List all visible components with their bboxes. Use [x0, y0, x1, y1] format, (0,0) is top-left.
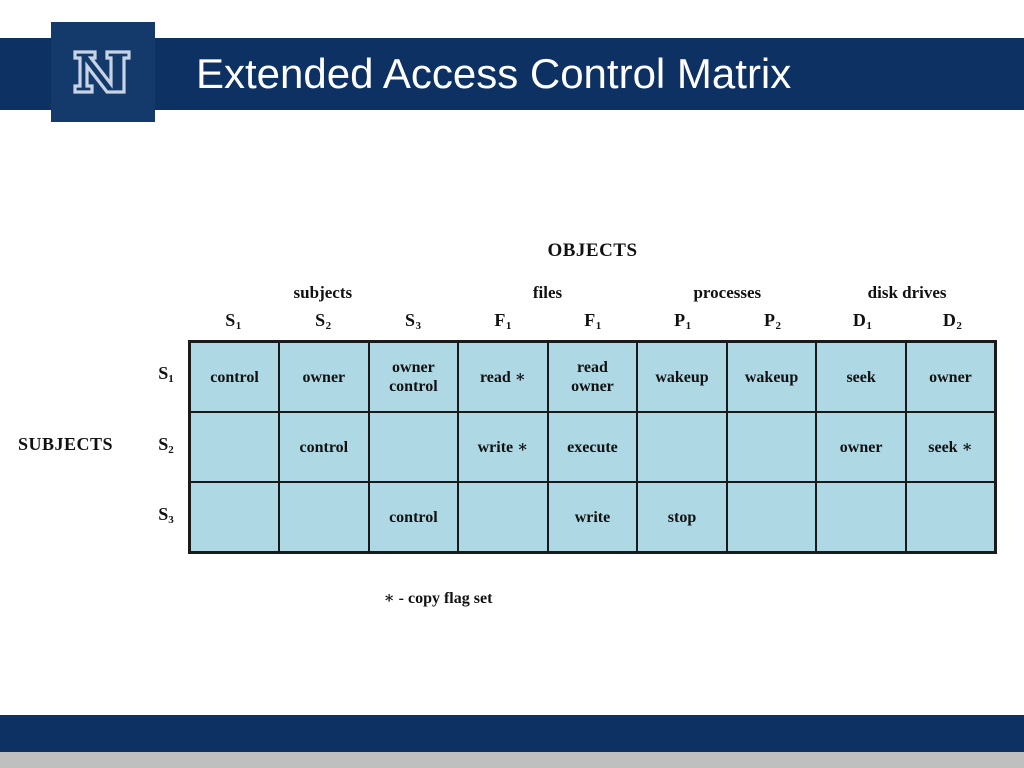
- column-header-base: D: [942, 310, 956, 330]
- column-header-p1-5: P1: [637, 309, 727, 337]
- row-header-base: S: [158, 503, 169, 524]
- column-header-base: D: [852, 310, 866, 330]
- matrix-cell-r3-c1: [188, 481, 281, 554]
- column-group-label-processes: processes: [693, 283, 762, 302]
- matrix-cell-r1-c7: wakeup: [725, 340, 818, 413]
- university-n-logo-icon: [67, 36, 139, 108]
- column-header-s2-1: S2: [278, 309, 368, 337]
- page-title: Extended Access Control Matrix: [196, 50, 792, 97]
- row-header-s2: S2: [152, 433, 180, 456]
- matrix-cell-r1-c4: read ∗: [457, 340, 549, 413]
- row-header-subscript: 1: [168, 373, 174, 386]
- matrix-cell-r3-c4: [457, 481, 549, 554]
- matrix-cell-r3-c9: [904, 481, 997, 554]
- column-header-base: P: [674, 310, 686, 330]
- column-header-subscript: 1: [595, 320, 602, 332]
- column-header-subscript: 1: [685, 320, 692, 332]
- column-header-f1-3: F1: [458, 309, 548, 337]
- column-header-base: S: [315, 310, 326, 330]
- row-header-subscript: 2: [168, 443, 174, 456]
- column-header-base: S: [225, 310, 236, 330]
- column-header-s1-0: S1: [188, 309, 278, 337]
- matrix-cell-r1-c5: read owner: [546, 340, 639, 413]
- university-logo-tile: [51, 22, 155, 122]
- column-header-p2-6: P2: [727, 309, 817, 337]
- row-header-base: S: [158, 433, 169, 454]
- column-header-base: F: [494, 310, 506, 330]
- row-header-subscript: 3: [168, 513, 174, 526]
- matrix-cell-r2-c6: [636, 411, 728, 483]
- row-header-base: S: [158, 363, 169, 384]
- column-header-base: S: [404, 310, 415, 330]
- matrix-cell-r3-c6: stop: [636, 481, 728, 554]
- matrix-cell-r2-c4: write ∗: [457, 411, 549, 483]
- column-header-d2-8: D2: [907, 309, 997, 337]
- row-header-s1: S1: [152, 363, 180, 386]
- matrix-cell-r2-c3: [367, 411, 460, 483]
- matrix-cell-r2-c1: [188, 411, 281, 483]
- column-header-d1-7: D1: [817, 309, 907, 337]
- column-header-subscript: 3: [415, 320, 421, 332]
- matrix-cell-r2-c9: seek ∗: [904, 411, 997, 483]
- column-header-f1-4: F1: [548, 309, 638, 337]
- row-header-s3: S3: [152, 503, 180, 526]
- matrix-cell-r1-c9: owner: [904, 340, 997, 413]
- matrix-cell-r3-c7: [725, 481, 818, 554]
- footer-accent-strip: [0, 752, 1024, 768]
- matrix-cell-r1-c8: seek: [815, 340, 907, 413]
- copy-flag-footnote: ∗ - copy flag set: [383, 590, 493, 607]
- column-header-base: P: [764, 310, 776, 330]
- column-header-s3-2: S3: [368, 309, 458, 337]
- column-group-label-disk-drives: disk drives: [867, 283, 947, 302]
- column-header-base: F: [584, 310, 596, 330]
- matrix-cell-r3-c8: [815, 481, 907, 554]
- footer-bar: [0, 715, 1024, 752]
- matrix-cell-r1-c2: owner: [278, 340, 370, 413]
- matrix-cell-r1-c6: wakeup: [636, 340, 728, 413]
- column-header-subscript: 1: [866, 320, 872, 332]
- column-header-subscript: 2: [956, 320, 962, 332]
- matrix-cell-r3-c3: control: [367, 481, 460, 554]
- matrix-cell-r2-c5: execute: [546, 411, 639, 483]
- column-header-subscript: 2: [325, 320, 332, 332]
- column-group-label-files: files: [532, 283, 563, 302]
- header-bar: [0, 38, 1024, 110]
- column-header-subscript: 1: [505, 320, 512, 332]
- matrix-cell-r2-c8: owner: [815, 411, 907, 483]
- column-group-label-subjects: subjects: [293, 283, 353, 302]
- matrix-cell-r2-c7: [725, 411, 818, 483]
- column-group-header-row: subjects files processes disk drives: [188, 283, 997, 305]
- column-header-subscript: 2: [775, 320, 782, 332]
- matrix-cell-r1-c3: owner control: [367, 340, 460, 413]
- matrix-cell-r2-c2: control: [278, 411, 370, 483]
- matrix-cell-r3-c5: write: [546, 481, 639, 554]
- matrix-cell-r3-c2: [278, 481, 370, 554]
- objects-axis-label: OBJECTS: [547, 240, 638, 261]
- subjects-axis-label: SUBJECTS: [18, 434, 114, 454]
- column-header-subscript: 1: [235, 320, 242, 332]
- matrix-cell-r1-c1: control: [188, 340, 281, 413]
